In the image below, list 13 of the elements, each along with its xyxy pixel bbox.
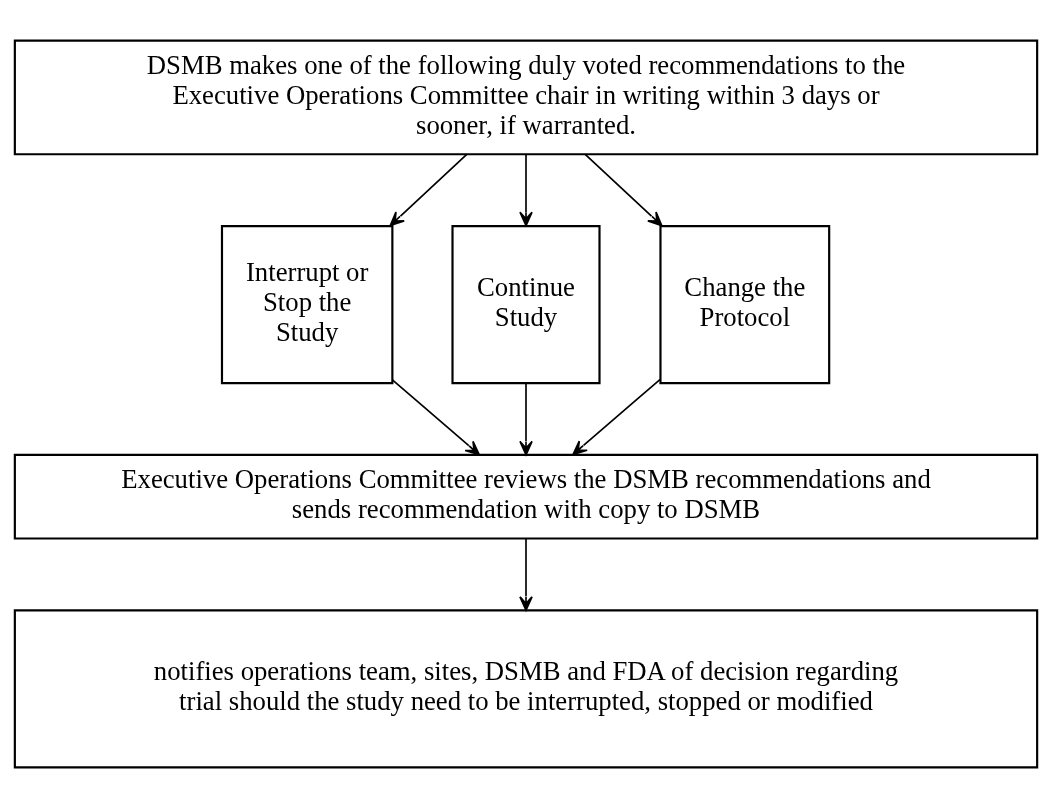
arrow [572,377,662,455]
node-box: Continue Study [451,224,601,384]
arrow [519,537,533,611]
node-box: Interrupt or Stop the Study [220,224,394,384]
node-box: Executive Operations Committee reviews the DSMB recommendations and sends recommendation with copy to DSMB [13,453,1039,540]
node-box: DSMB makes one of the following duly voted recommendations to the Executive Operations Committee chair in writing within 3 days or sooner, if warranted. [13,39,1039,155]
node-box: notifies operations team, sites, DSMB and FDA of decision regarding trial should the study need to be interrupted, stopped or modified [13,608,1039,768]
arrow [584,152,663,226]
arrow [389,152,468,226]
arrow [519,152,533,226]
arrow [519,382,533,456]
arrow [391,378,481,455]
node-box: Change the Protocol [659,224,831,384]
